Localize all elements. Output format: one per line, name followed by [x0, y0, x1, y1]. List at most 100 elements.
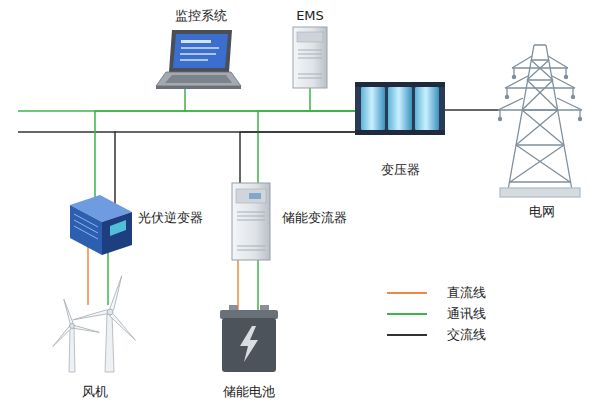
node-label: 变压器 [381, 162, 420, 178]
wire-connector [87, 245, 89, 305]
transformer-icon-part [355, 82, 445, 87]
transformer-icon-part [355, 82, 445, 135]
grid-node: 电网 [500, 42, 584, 220]
pv-inverter-icon-part [102, 212, 132, 255]
legend-text: 通讯线 [447, 305, 486, 323]
transformer-icon-part [361, 86, 385, 131]
power-tower-icon-part [508, 45, 572, 190]
power-tower-icon-part [498, 56, 582, 110]
legend-swatch [387, 292, 427, 294]
laptop-icon-part [173, 34, 228, 68]
power-tower-icon-part [500, 68, 580, 118]
ems-cabinet-icon-part [297, 32, 323, 42]
node-label: 监控系统 [175, 8, 227, 24]
node-label: 电网 [529, 204, 555, 220]
wind-turbine-icon-part [69, 328, 75, 372]
node-label: 风机 [82, 384, 108, 400]
wire-connector [185, 86, 360, 111]
pcs-cabinet-icon-part [237, 246, 265, 247]
wind-turbine-icon-part [108, 311, 138, 341]
transformer-icon [355, 82, 445, 135]
transformer-icon-part [355, 130, 445, 135]
power-tower-icon-part [500, 188, 580, 197]
wind-turbine-icon-part [52, 325, 72, 348]
ems-node: EMS [290, 8, 330, 86]
battery-node: 储能电池 [218, 318, 280, 400]
pv-inverter-icon-part [74, 214, 98, 227]
power-tower-icon-part [564, 75, 567, 78]
power-tower-icon-part [498, 117, 501, 120]
laptop-icon-part [165, 75, 232, 83]
laptop-icon-part [181, 40, 211, 43]
ems-cabinet-icon-part [293, 27, 327, 88]
wind-turbine-icon-part [105, 314, 114, 372]
legend-text: 直流线 [447, 284, 486, 302]
pv-inverter-icon-part [74, 226, 98, 239]
pcs-cabinet-icon-part [237, 216, 265, 217]
pcs-cabinet-icon-part [237, 212, 265, 213]
legend-text: 交流线 [447, 326, 486, 344]
node-label: 储能变流器 [282, 210, 347, 226]
wire-connector [257, 252, 259, 318]
wind-turbine-icon-part [109, 275, 123, 313]
node-label: EMS [296, 8, 324, 24]
pcs-cabinet-icon-part [236, 189, 266, 203]
power-tower-icon-part [571, 95, 574, 98]
transformer-icon-part [388, 86, 412, 131]
legend-swatch [387, 313, 427, 315]
legend-item: 通讯线 [387, 305, 507, 323]
wind-turbine-icon-part [72, 325, 100, 333]
pv-inverter-icon-part [110, 220, 126, 236]
ems-cabinet-icon-part [298, 58, 322, 59]
wind-turbine-icon-part [70, 324, 75, 329]
transformer-node: 变压器 [360, 84, 440, 178]
wire-connector [258, 111, 360, 190]
legend-item: 交流线 [387, 326, 507, 344]
bus-stub [18, 131, 116, 133]
wire-connector [115, 132, 360, 205]
battery-icon-part [220, 310, 278, 319]
pcs-cabinet-icon-part [232, 183, 270, 260]
laptop-icon-part [180, 53, 216, 55]
pcs-cabinet-icon-part [237, 250, 265, 251]
wire-connector [107, 245, 109, 305]
transformer-icon-part [415, 86, 439, 131]
legend-item: 直流线 [387, 284, 507, 302]
wire-connector [440, 109, 500, 111]
laptop-icon-part [180, 59, 208, 61]
wire-connector [310, 86, 360, 111]
pcs-cabinet-icon-part [249, 193, 261, 199]
pcs-cabinet-icon-part [237, 220, 265, 221]
node-label: 储能电池 [223, 384, 275, 400]
power-tower-icon-part [512, 75, 515, 78]
legend-swatch [387, 334, 427, 336]
wire-connector [240, 132, 360, 190]
ems-cabinet-icon [293, 27, 327, 88]
pcs-node: 储能变流器 [232, 190, 372, 252]
power-tower-icon-part [505, 95, 508, 98]
wind-turbine-icon-part [73, 309, 111, 323]
battery-icon-part [222, 318, 276, 372]
power-tower-icon-part [510, 60, 570, 182]
ems-cabinet-icon-part [298, 74, 322, 75]
power-tower-icon [498, 45, 582, 197]
power-tower-icon-part [578, 117, 581, 120]
ems-cabinet-icon-part [298, 50, 322, 51]
ems-cabinet-icon-part [298, 78, 322, 79]
wind-turbine-icon-part [61, 299, 73, 326]
pv-inverter-icon-part [74, 220, 98, 233]
pv-inverter-icon [70, 195, 132, 255]
pcs-cabinet-icon [232, 183, 270, 260]
laptop-icon-part [156, 86, 241, 89]
laptop-icon [156, 30, 241, 89]
wind-turbine-icon [52, 275, 137, 372]
laptop-icon-part [156, 72, 241, 86]
ems-cabinet-icon-part [298, 54, 322, 55]
node-label: 光伏逆变器 [138, 210, 203, 226]
laptop-icon-part [181, 47, 219, 49]
pv-inverter-icon-part [70, 205, 102, 255]
laptop-icon-part [169, 30, 232, 72]
inverter-node: 光伏逆变器 [70, 205, 207, 245]
